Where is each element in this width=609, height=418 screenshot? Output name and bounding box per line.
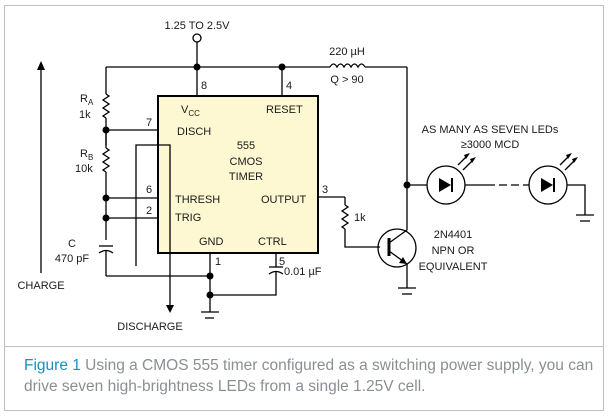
- output-label: OUTPUT: [261, 194, 307, 206]
- figure-label: Figure 1: [24, 357, 81, 374]
- pin6-number: 6: [146, 184, 152, 196]
- ra-label: RA: [80, 93, 94, 107]
- chip-title-555: 555: [237, 140, 255, 152]
- transistor-line3: EQUIVALENT: [419, 261, 488, 273]
- resistor-ra: [101, 93, 111, 119]
- charge-arrow: [37, 61, 45, 273]
- wire: [344, 229, 380, 248]
- supply-label: 1.25 TO 2.5V: [164, 20, 230, 32]
- pin5-number: 5: [279, 256, 285, 268]
- discharge-label: DISCHARGE: [117, 321, 182, 333]
- cap-c-value: 470 pF: [55, 253, 90, 265]
- rb-label: RB: [80, 148, 93, 162]
- trig-label: TRIG: [175, 212, 201, 224]
- capacitor-ctrl: [210, 266, 284, 296]
- discharge-path: [135, 144, 174, 313]
- led-first: [426, 153, 476, 205]
- timer-chip: [157, 95, 319, 254]
- caption-text: Using a CMOS 555 timer configured as a s…: [24, 357, 594, 395]
- charge-label: CHARGE: [17, 280, 64, 292]
- inductor-q: Q > 90: [330, 74, 363, 86]
- inductor-value: 220 µH: [329, 46, 365, 58]
- pin4-number: 4: [286, 80, 292, 92]
- transistor-line1: 2N4401: [434, 229, 473, 241]
- junction-dot: [206, 272, 214, 280]
- resistor-base: [340, 204, 350, 230]
- disch-label: DISCH: [177, 126, 211, 138]
- rb-value: 10k: [75, 163, 93, 175]
- led-last: [528, 153, 578, 205]
- leds-line2: ≥3000 MCD: [461, 139, 520, 151]
- pin2-number: 2: [146, 205, 152, 217]
- ground-symbol: [201, 311, 219, 319]
- cap-c-label: C: [68, 238, 76, 250]
- reset-label: RESET: [266, 104, 303, 116]
- vcc-label: VCC: [181, 104, 200, 118]
- npn-transistor: [377, 228, 417, 295]
- pin1-number: 1: [215, 256, 221, 268]
- base-resistor-value: 1k: [354, 212, 366, 224]
- ctrl-label: CTRL: [258, 236, 287, 248]
- pin3-number: 3: [322, 184, 328, 196]
- schematic: 1.25 TO 2.5V 8 4 220 µH Q > 90 VCC RESET…: [17, 20, 594, 333]
- chip-title-cmos: CMOS: [230, 156, 263, 168]
- figure-frame: [4, 5, 604, 411]
- pin7-number: 7: [146, 117, 152, 129]
- thresh-label: THRESH: [175, 194, 220, 206]
- ra-value: 1k: [79, 109, 91, 121]
- supply-terminal: [192, 33, 202, 67]
- figure-caption: Figure 1 Using a CMOS 555 timer configur…: [24, 355, 594, 397]
- ground-symbol: [576, 214, 594, 222]
- inductor: [329, 63, 408, 230]
- capacitor-c: [98, 245, 210, 277]
- caption-divider: [4, 346, 604, 347]
- leds-line1: AS MANY AS SEVEN LEDs: [422, 124, 559, 136]
- gnd-label: GND: [199, 236, 224, 248]
- transistor-line2: NPN OR: [432, 245, 475, 257]
- chip-title-timer: TIMER: [229, 171, 263, 183]
- resistor-rb: [101, 147, 111, 173]
- cap-ctrl-value: 0.01 µF: [284, 266, 322, 278]
- wire: [567, 184, 586, 215]
- pin8-number: 8: [201, 80, 207, 92]
